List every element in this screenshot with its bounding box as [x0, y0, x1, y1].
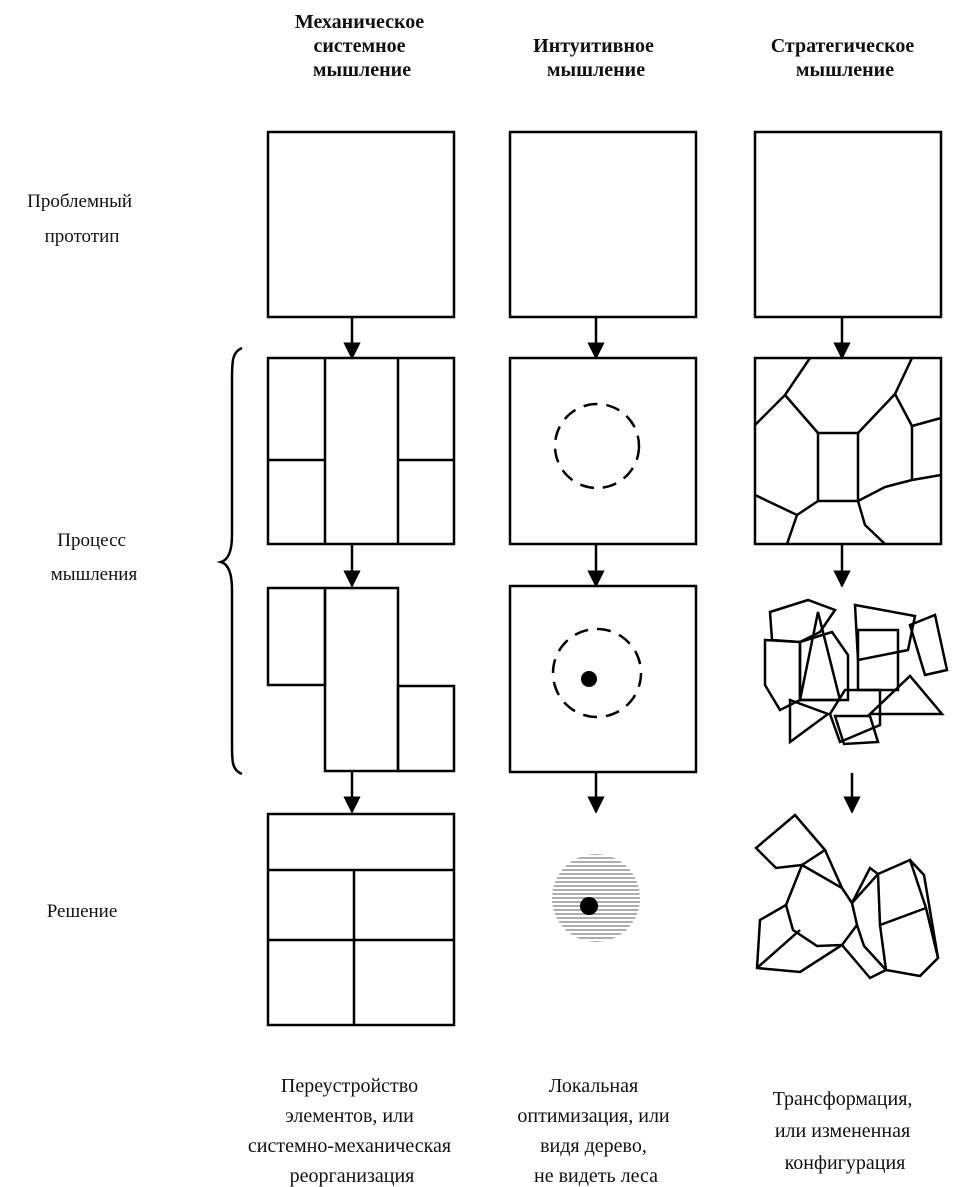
strategic-prototype-box [753, 130, 943, 319]
solution-dot [580, 897, 598, 915]
strategic-process-step-1 [753, 356, 943, 546]
row-label-solution: Решение [47, 901, 118, 922]
process-brace [216, 346, 243, 776]
mechanical-process-step-1 [266, 356, 456, 546]
column-heading-strategic: Стратегическое мышление [771, 35, 920, 81]
mechanical-solution [266, 812, 456, 1027]
caption-mechanical: Переустройство элементов, или системно-м… [248, 1075, 456, 1187]
intuitive-solution [552, 854, 640, 942]
row-label-process: Процесс мышления [51, 530, 138, 585]
mechanical-prototype-box [266, 130, 456, 319]
intuitive-prototype-box [508, 130, 698, 319]
strategic-solution [754, 813, 940, 980]
column-heading-intuitive: Интуитивное мышление [533, 35, 659, 81]
mechanical-process-step-2 [266, 586, 456, 773]
row-label-prototype: Проблемный прототип [27, 191, 137, 247]
intuitive-process-step-1 [508, 356, 698, 546]
caption-intuitive: Локальная оптимизация, или видя дерево, … [517, 1075, 674, 1187]
caption-strategic: Трансформация, или измененная конфигурац… [773, 1088, 918, 1174]
column-heading-mechanical: Механическое системное мышление [295, 11, 429, 81]
intuitive-process-step-2 [508, 584, 698, 774]
focus-dot [581, 671, 597, 687]
strategic-process-step-2 [763, 598, 949, 746]
